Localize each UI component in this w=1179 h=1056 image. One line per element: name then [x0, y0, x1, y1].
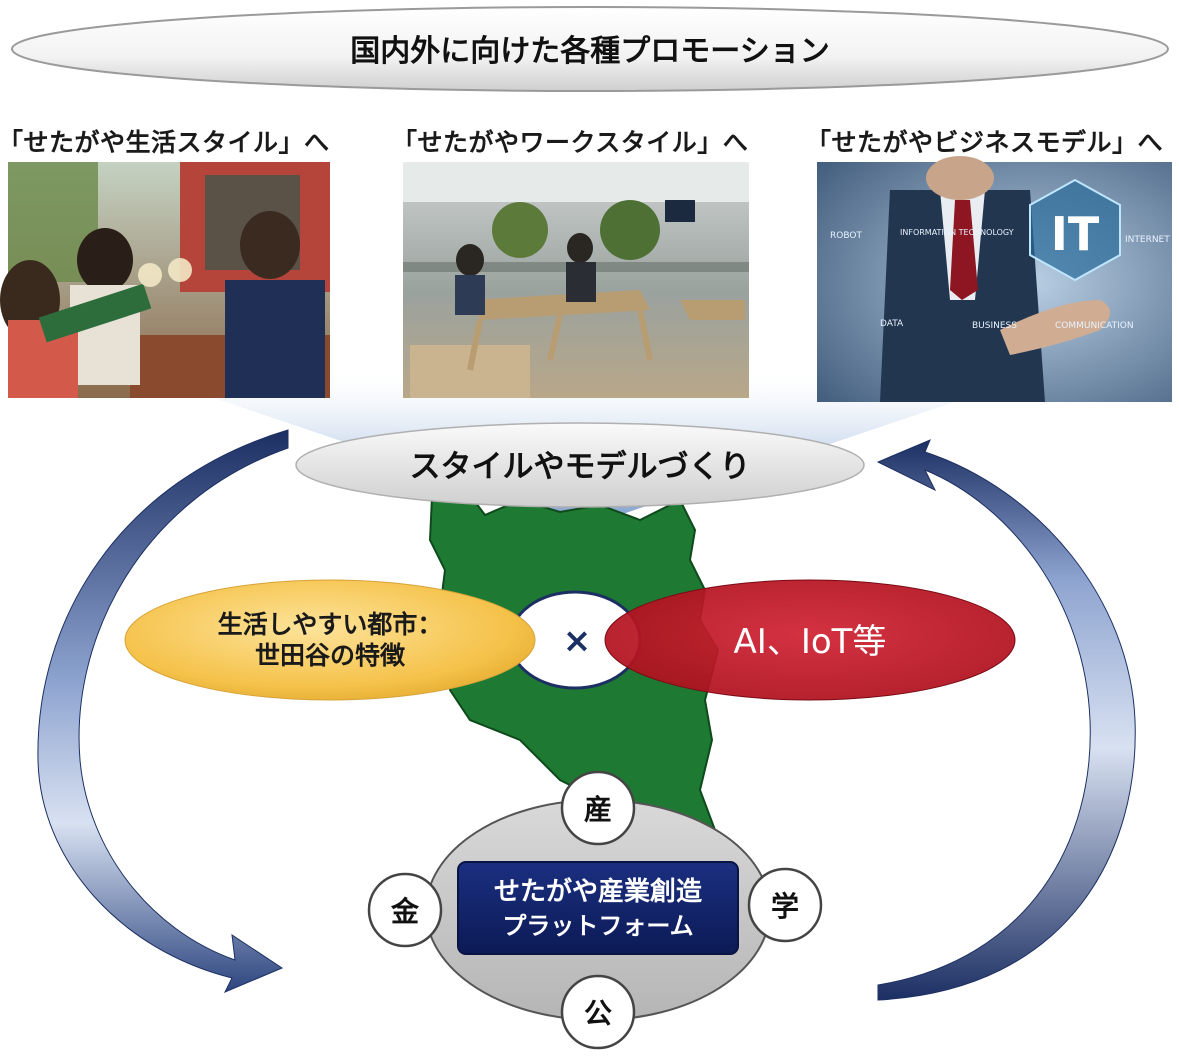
- sector-right-label: 学: [771, 890, 799, 923]
- sector-bottom: 公: [560, 974, 636, 1050]
- left-ellipse-line2: 世田谷の特徴: [255, 641, 406, 670]
- word-business: BUSINESS: [972, 321, 1017, 331]
- sector-left-label: 金: [390, 895, 420, 928]
- platform-box: [457, 861, 739, 955]
- right-cycle-arrow: [876, 439, 1136, 1001]
- platform-line1: せたがや産業創造: [494, 876, 702, 907]
- caption-workstyle: 「せたがやワークスタイル」へ: [392, 128, 749, 157]
- sector-bottom-label: 公: [584, 997, 612, 1030]
- left-cycle-arrow: [37, 429, 289, 993]
- photo-workstyle: [403, 162, 749, 398]
- caption-business: 「せたがやビジネスモデル」へ: [806, 128, 1164, 157]
- platform-line2: プラットフォーム: [502, 912, 693, 940]
- right-ellipse: [604, 579, 1016, 701]
- left-ellipse-line1: 生活しやすい都市：: [218, 610, 443, 639]
- center-ellipse: [295, 422, 865, 508]
- word-infotech: INFORMATION TECHNOLOGY: [900, 228, 1014, 237]
- caption-lifestyle: 「せたがや生活スタイル」へ: [0, 128, 330, 157]
- cross-symbol: ×: [563, 621, 592, 661]
- sector-top: 産: [560, 770, 636, 846]
- word-robot: ROBOT: [830, 231, 862, 241]
- right-ellipse-label: AI、IoT等: [734, 622, 887, 662]
- left-ellipse: [124, 579, 536, 701]
- top-banner-title: 国内外に向けた各種プロモーション: [350, 34, 829, 69]
- word-communication: COMMUNICATION: [1055, 321, 1134, 331]
- word-data: DATA: [880, 319, 904, 329]
- it-label: IT: [1051, 207, 1100, 261]
- sector-left: 金: [367, 872, 443, 948]
- word-internet: INTERNET: [1125, 235, 1170, 245]
- center-label: スタイルやモデルづくり: [410, 449, 751, 485]
- sector-top-label: 産: [584, 793, 612, 826]
- sector-right: 学: [747, 867, 823, 943]
- top-banner-ellipse: [11, 6, 1169, 92]
- photo-business: IT ROBOT INFORMATION TECHNOLOGY INTERNET…: [817, 156, 1172, 402]
- photo-lifestyle: [0, 162, 330, 398]
